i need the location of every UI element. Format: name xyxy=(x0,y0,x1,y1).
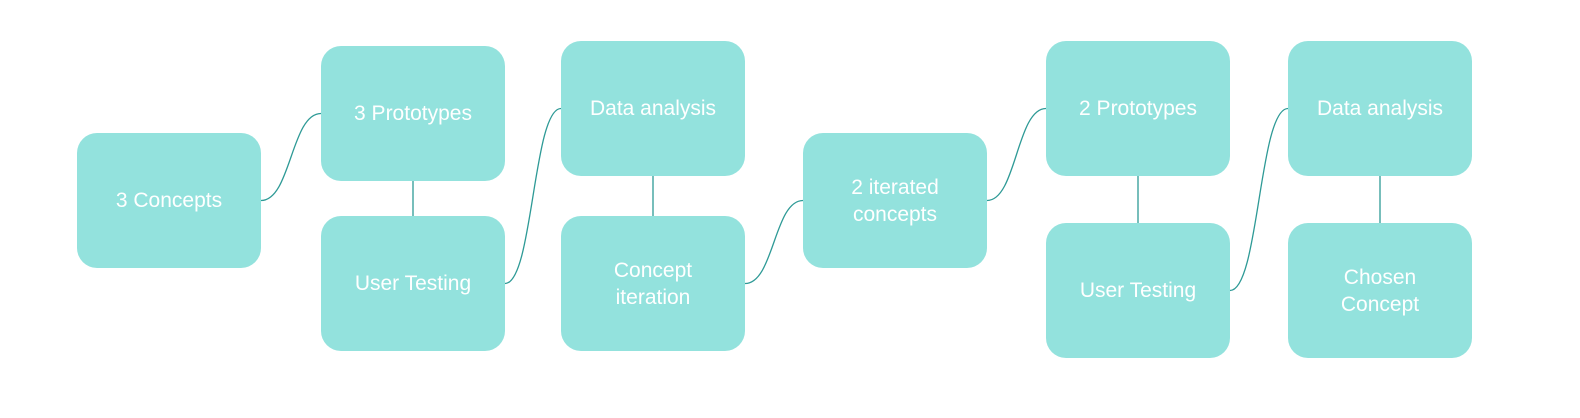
node-data-analysis-2: Data analysis xyxy=(1288,41,1472,176)
node-label: 2 Prototypes xyxy=(1079,97,1197,120)
node-concept-iteration: Concept iteration xyxy=(561,216,745,351)
node-label: Data analysis xyxy=(1316,97,1444,120)
connector-n1-n2 xyxy=(260,112,322,202)
node-label: User Testing xyxy=(354,272,472,295)
node-label: 3 Prototypes xyxy=(354,102,472,125)
node-label: 2 iterated concepts xyxy=(851,175,939,226)
connector-n6-n7 xyxy=(986,107,1047,202)
node-2-iterated-concepts: 2 iterated concepts xyxy=(803,133,987,268)
node-data-analysis-1: Data analysis xyxy=(561,41,745,176)
node-3-prototypes: 3 Prototypes xyxy=(321,46,505,181)
node-label: Concept iteration xyxy=(613,258,693,309)
connector-n5-n6 xyxy=(744,199,804,285)
node-user-testing-2: User Testing xyxy=(1046,223,1230,358)
node-label: Data analysis xyxy=(589,97,717,120)
node-user-testing-1: User Testing xyxy=(321,216,505,351)
node-label: User Testing xyxy=(1079,279,1197,302)
node-label: 3 Concepts xyxy=(115,189,223,212)
node-2-prototypes: 2 Prototypes xyxy=(1046,41,1230,176)
node-label: Chosen Concept xyxy=(1340,265,1420,316)
connector-n8-n9 xyxy=(1229,107,1289,292)
node-chosen-concept: Chosen Concept xyxy=(1288,223,1472,358)
connector-n3-n4 xyxy=(504,107,562,285)
node-3-concepts: 3 Concepts xyxy=(77,133,261,268)
